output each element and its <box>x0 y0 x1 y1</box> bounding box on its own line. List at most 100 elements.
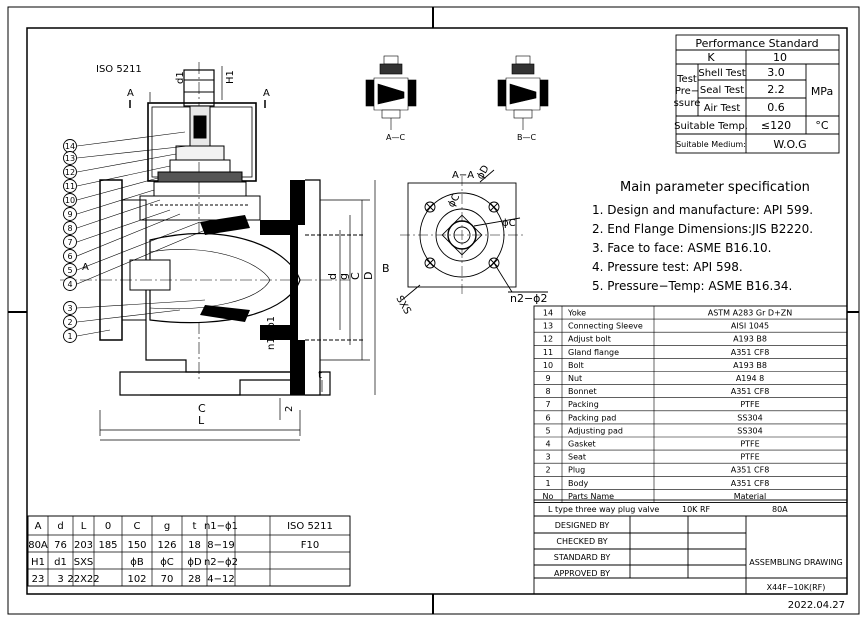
part-material: A193 B8 <box>733 361 767 370</box>
perf-medium-value: W.O.G <box>773 138 806 151</box>
part-material: A194 8 <box>736 374 764 383</box>
dim-table-cell: 150 <box>127 540 146 551</box>
dim-d1: d1 <box>175 71 186 84</box>
dim-2: 2 <box>284 406 295 412</box>
dim-A-left: A <box>127 88 134 99</box>
part-name: Nut <box>568 374 582 383</box>
dim-table-cell: H1 <box>31 557 45 568</box>
dim-table-cell: 70 <box>161 574 174 585</box>
part-number: 5 <box>545 426 550 435</box>
part-number: 1 <box>545 479 550 488</box>
perf-air-value: 0.6 <box>767 101 785 114</box>
balloon-number: 9 <box>67 210 72 219</box>
part-name: Packing pad <box>568 413 616 422</box>
part-number: 9 <box>545 374 550 383</box>
spec-item: 4. Pressure test: API 598. <box>592 260 743 274</box>
dim-table-cell: ϕC <box>160 557 174 568</box>
dim-table-cell: 23 <box>32 574 45 585</box>
dim-table-cell: 18 <box>188 540 201 551</box>
dim-table-cell: 22X22 <box>67 574 99 585</box>
balloon-number: 10 <box>65 196 75 205</box>
balloon-number: 11 <box>65 182 75 191</box>
dim-table-cell: n2−ϕ2 <box>204 557 238 568</box>
signoff-label: DESIGNED BY <box>555 521 610 530</box>
dim-table-cell: d <box>57 521 63 532</box>
perf-shell-value: 3.0 <box>767 66 785 79</box>
dim-table-cell: F10 <box>301 540 319 551</box>
dim-table-cell: L <box>81 521 87 532</box>
balloon-number: 14 <box>65 142 75 151</box>
perf-seal-value: 2.2 <box>767 83 785 96</box>
flange-top-view <box>400 169 548 301</box>
dim-table-cell: 126 <box>157 540 176 551</box>
part-number: 4 <box>545 440 550 449</box>
balloon-circle <box>63 193 77 207</box>
dim-table-cell: ϕB <box>130 557 144 568</box>
perf-temp-label: Suitable Temp. <box>674 121 748 132</box>
iso-label: ISO 5211 <box>96 64 142 75</box>
perf-k-label: K <box>707 51 715 64</box>
balloon-circle <box>63 277 77 291</box>
part-number: 12 <box>543 335 553 344</box>
part-name: Yoke <box>567 309 586 318</box>
balloon-leaders <box>76 131 211 337</box>
balloon-number: 8 <box>67 224 72 233</box>
part-name: Plug <box>568 466 585 475</box>
part-name: Seat <box>568 453 586 462</box>
dim-A-right: A <box>263 88 270 99</box>
dim-table-cell: 28 <box>188 574 201 585</box>
dim-phiC: ϕC <box>502 218 516 229</box>
dim-n1phi1: n1−ϕ1 <box>266 316 277 350</box>
drawing-type: ASSEMBLING DRAWING <box>749 558 843 567</box>
parts-header-no: No <box>543 492 554 501</box>
title-block <box>533 499 848 595</box>
part-name: Adjust bolt <box>568 335 611 344</box>
perf-temp-unit: °C <box>815 119 829 132</box>
performance-table <box>675 34 840 154</box>
part-material: SS304 <box>737 413 762 422</box>
balloon-number: 1 <box>67 332 72 341</box>
part-name: Connecting Sleeve <box>568 322 643 331</box>
dim-table-cell: 102 <box>127 574 146 585</box>
balloon-number: 2 <box>67 318 72 327</box>
part-material: PTFE <box>740 400 759 409</box>
part-name: Bonnet <box>568 387 597 396</box>
dim-table-cell: 76 <box>54 540 67 551</box>
balloon-number: 4 <box>67 280 72 289</box>
dim-table-cell: n1−ϕ1 <box>204 521 238 532</box>
valve-section-view <box>60 62 365 396</box>
dim-table-cell: 80A <box>28 540 48 551</box>
parts-header-material: Material <box>734 492 767 501</box>
dim-table-cell: ISO 5211 <box>287 521 333 532</box>
perf-test-3: ssure <box>674 98 701 109</box>
dim-table-cell: g <box>164 521 170 532</box>
parts-header-name: Parts Name <box>568 492 614 501</box>
part-material: ASTM A283 Gr D+ZN <box>708 309 793 318</box>
title-rating: 10K RF <box>682 505 711 514</box>
balloon-circle <box>63 263 77 277</box>
perf-air-label: Air Test <box>704 103 741 114</box>
balloon-circle <box>63 165 77 179</box>
dim-table-cell: d1 <box>54 557 67 568</box>
view-b-c <box>497 55 549 130</box>
dim-C-bottom: C <box>198 402 206 415</box>
part-number: 2 <box>545 466 550 475</box>
spec-list: 1. Design and manufacture: API 599.2. En… <box>592 203 813 293</box>
balloon-circle <box>63 249 77 263</box>
dim-table-cell: 203 <box>74 540 93 551</box>
dim-table-cell: A <box>35 521 42 532</box>
dim-table-cell: SXS <box>74 557 94 568</box>
perf-unit-mpa: MPa <box>811 85 833 98</box>
dim-table-cell: ϕD <box>187 557 202 568</box>
part-number: 7 <box>545 400 550 409</box>
part-number: 13 <box>543 322 553 331</box>
balloon-number: 5 <box>67 266 72 275</box>
part-material: SS304 <box>737 426 762 435</box>
perf-seal-label: Seal Test <box>700 85 744 96</box>
drawing-model: X44F−10K(RF) <box>767 583 826 592</box>
part-name: Adjusting pad <box>568 426 623 435</box>
perf-test-2: Pre− <box>675 86 699 97</box>
part-name: Gland flange <box>568 348 619 357</box>
